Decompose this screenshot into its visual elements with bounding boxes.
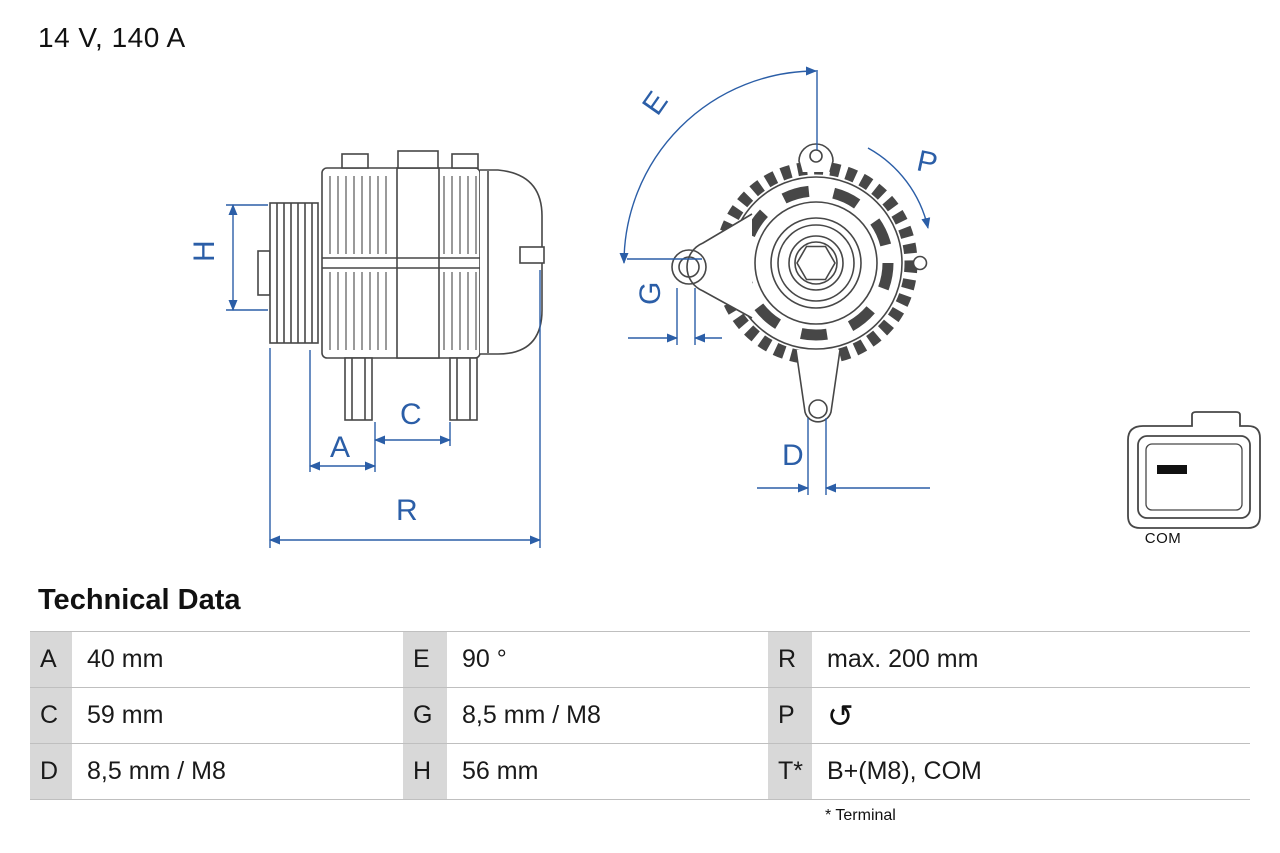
mounting-feet bbox=[344, 357, 478, 421]
table-value-h: 56 mm bbox=[447, 744, 768, 800]
table-value-r: max. 200 mm bbox=[812, 632, 1250, 688]
front-view-drawing bbox=[671, 143, 928, 423]
table-key-h: H bbox=[403, 744, 447, 800]
table-value-c: 59 mm bbox=[72, 688, 403, 744]
top-lug bbox=[798, 143, 834, 173]
alternator-technical-drawing: H A C R bbox=[188, 66, 1261, 548]
table-value-e: 90 ° bbox=[447, 632, 768, 688]
table-key-r: R bbox=[768, 632, 812, 688]
pulley bbox=[257, 202, 319, 344]
table-key-e: E bbox=[403, 632, 447, 688]
table-value-d: 8,5 mm / M8 bbox=[72, 744, 403, 800]
technical-data-title: Technical Data bbox=[38, 584, 241, 616]
dim-label-g: G bbox=[634, 282, 667, 305]
connector-com-label: COM bbox=[1145, 530, 1182, 547]
technical-data-section: Technical Data A 40 mm E 90 ° R max. 200… bbox=[30, 584, 1250, 825]
terminal-stud bbox=[519, 246, 545, 264]
dimension-a bbox=[309, 350, 376, 472]
table-key-t: T* bbox=[768, 744, 812, 800]
mounting-tab bbox=[341, 153, 369, 169]
connector-terminal-pin bbox=[1157, 465, 1187, 474]
side-view-dimensions bbox=[226, 204, 541, 548]
table-key-c: C bbox=[30, 688, 72, 744]
table-key-d: D bbox=[30, 744, 72, 800]
connector-diagram bbox=[1127, 411, 1261, 529]
dim-label-h: H bbox=[188, 240, 221, 262]
voltage-amperage-label: 14 V, 140 A bbox=[38, 22, 186, 53]
cooling-fins bbox=[329, 176, 477, 350]
dimension-h bbox=[226, 204, 268, 311]
front-view-dimensions bbox=[619, 66, 931, 495]
connector-inner-detail bbox=[1145, 443, 1243, 511]
table-key-g: G bbox=[403, 688, 447, 744]
dim-label-c: C bbox=[400, 398, 422, 431]
table-key-a: A bbox=[30, 632, 72, 688]
dimension-g bbox=[628, 288, 722, 345]
side-view-drawing bbox=[257, 150, 545, 421]
dim-label-r: R bbox=[396, 494, 418, 527]
connector-inner-wall bbox=[1137, 435, 1251, 519]
rear-housing bbox=[480, 169, 545, 355]
dim-label-d: D bbox=[782, 439, 804, 472]
shaft-hex-nut bbox=[796, 245, 836, 281]
connector-outline bbox=[1127, 411, 1261, 529]
stator-housing bbox=[321, 150, 481, 359]
dim-label-e: E bbox=[636, 86, 675, 121]
dimension-d bbox=[757, 418, 930, 495]
table-value-t: B+(M8), COM bbox=[812, 744, 1250, 800]
dimension-e bbox=[619, 66, 818, 264]
side-lug bbox=[912, 255, 928, 271]
dimension-c bbox=[374, 422, 451, 446]
table-value-a: 40 mm bbox=[72, 632, 403, 688]
table-value-p: ↺ bbox=[812, 688, 1250, 744]
dim-label-p: P bbox=[914, 144, 940, 180]
bottom-lug bbox=[795, 349, 841, 423]
terminal-footnote: * Terminal bbox=[825, 807, 896, 824]
rotation-ccw-icon: ↺ bbox=[827, 697, 854, 734]
through-bolt-column bbox=[396, 167, 440, 359]
dim-label-a: A bbox=[330, 431, 350, 464]
dimension-r bbox=[269, 270, 541, 548]
table-key-p: P bbox=[768, 688, 812, 744]
lifting-eye bbox=[397, 150, 439, 169]
bottom-lug-hole bbox=[808, 399, 828, 419]
dimension-p bbox=[867, 147, 931, 229]
mounting-ear bbox=[686, 213, 753, 319]
table-value-g: 8,5 mm / M8 bbox=[447, 688, 768, 744]
mounting-tab bbox=[451, 153, 479, 169]
technical-data-table: A 40 mm E 90 ° R max. 200 mm C 59 mm G 8… bbox=[30, 631, 1250, 800]
